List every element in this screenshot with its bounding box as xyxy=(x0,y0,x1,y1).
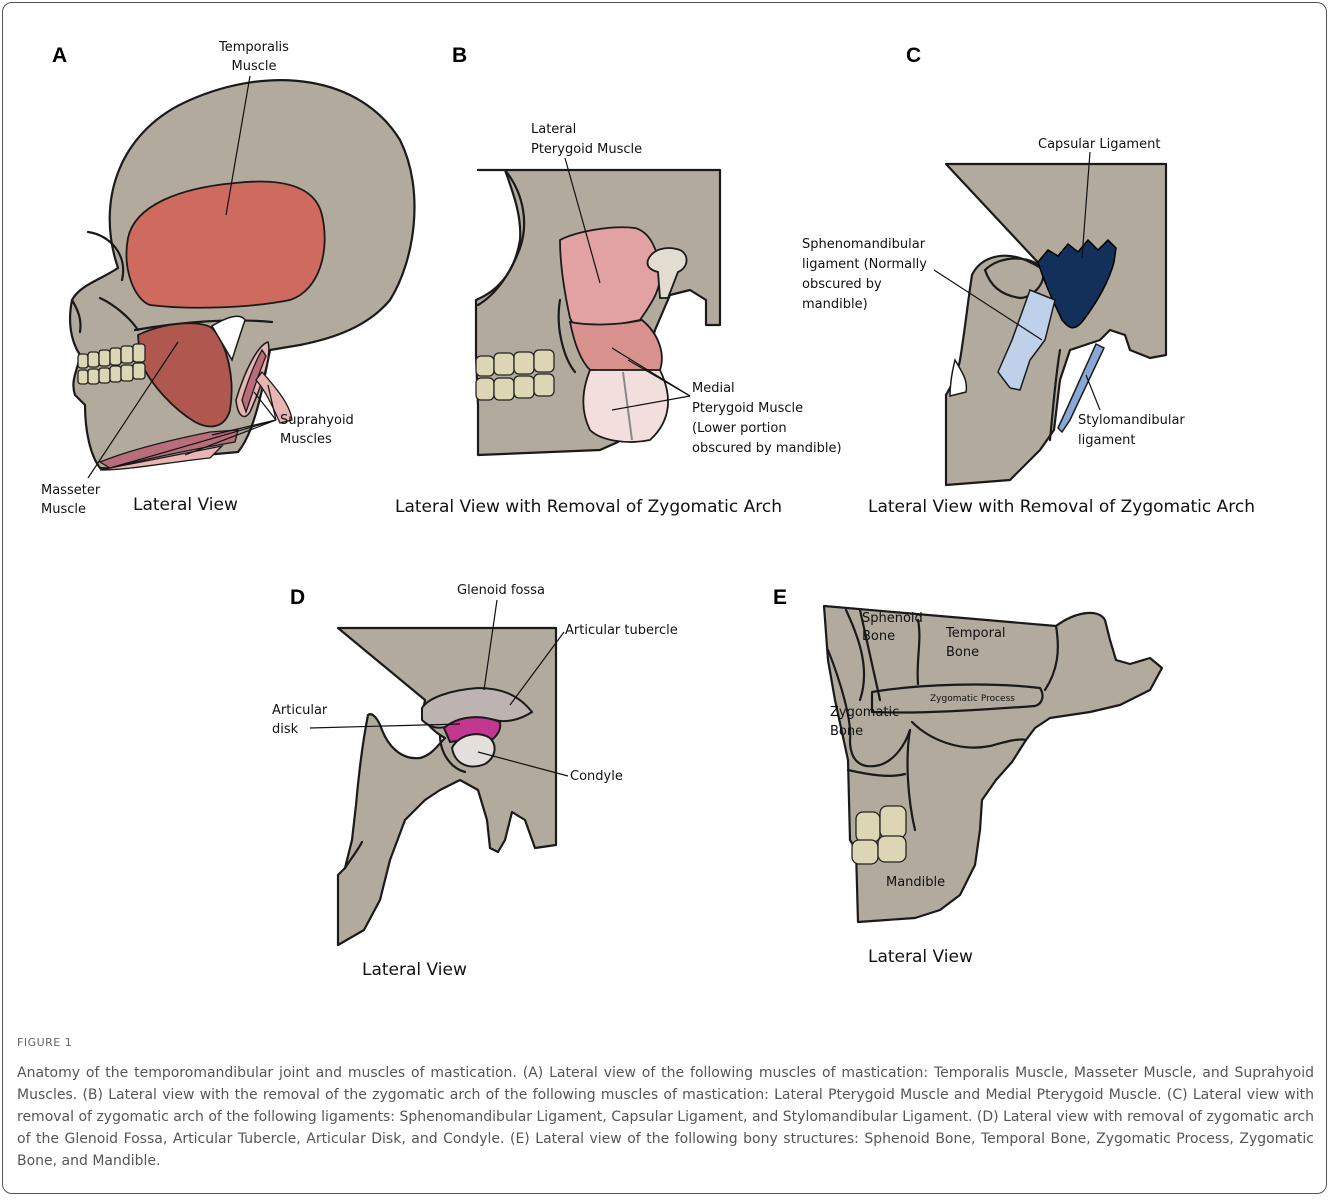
label-stylo-2: ligament xyxy=(1078,433,1135,448)
label-medial-pterygoid-3: (Lower portion xyxy=(692,421,787,436)
label-temporal-1: Temporal xyxy=(945,626,1006,641)
label-masseter-1: Masseter xyxy=(41,483,101,498)
panel-c: C Capsular Ligament Sphenomandibular lig… xyxy=(802,44,1255,517)
label-zygomatic-2: Bone xyxy=(830,724,863,739)
label-mandible: Mandible xyxy=(886,875,945,890)
label-medial-pterygoid-4: obscured by mandible) xyxy=(692,441,842,456)
label-lateral-pterygoid-2: Pterygoid Muscle xyxy=(531,142,642,157)
label-spheno-2: ligament (Normally xyxy=(802,257,927,272)
panel-e-teeth xyxy=(852,806,906,864)
panel-a-letter: A xyxy=(52,44,67,67)
panel-d-view-label: Lateral View xyxy=(362,960,467,980)
label-lateral-pterygoid-1: Lateral xyxy=(531,122,576,137)
panel-b-view-label: Lateral View with Removal of Zygomatic A… xyxy=(395,497,782,517)
label-spheno-1: Sphenomandibular xyxy=(802,237,926,252)
figure-label: FIGURE 1 xyxy=(17,1036,72,1049)
panel-c-view-label: Lateral View with Removal of Zygomatic A… xyxy=(868,497,1255,517)
panel-b: B Lateral Pterygoid Muscle Medial Pter xyxy=(395,44,842,517)
label-zygomatic-process: Zygomatic Process xyxy=(930,694,1015,704)
label-sphenoid-2: Bone xyxy=(862,629,895,644)
panel-d: D Glenoid fossa Articular tubercle Artic… xyxy=(272,583,678,980)
label-condyle: Condyle xyxy=(570,769,623,784)
label-suprahyoid-2: Muscles xyxy=(280,432,332,447)
panel-c-letter: C xyxy=(906,44,921,67)
panel-e-bone xyxy=(824,606,1162,922)
figure-caption: Anatomy of the temporomandibular joint a… xyxy=(17,1062,1314,1172)
label-spheno-4: mandible) xyxy=(802,297,868,312)
label-medial-pterygoid-1: Medial xyxy=(692,381,735,396)
label-disk-2: disk xyxy=(272,722,299,737)
label-tubercle: Articular tubercle xyxy=(565,623,678,638)
panel-e: E Sphenoid Bone Temporal Bone Zygomatic … xyxy=(773,586,1162,967)
panel-d-bone xyxy=(338,628,556,945)
label-temporal-2: Bone xyxy=(946,645,979,660)
label-glenoid: Glenoid fossa xyxy=(457,583,545,598)
panel-e-view-label: Lateral View xyxy=(868,947,973,967)
condyle xyxy=(452,734,495,766)
label-masseter-2: Muscle xyxy=(41,502,86,517)
medial-pterygoid-lower xyxy=(583,370,668,442)
label-zygomatic-1: Zygomatic xyxy=(830,705,899,720)
label-capsular: Capsular Ligament xyxy=(1038,137,1160,152)
label-spheno-3: obscured by xyxy=(802,277,882,292)
panel-a-view-label: Lateral View xyxy=(133,495,238,515)
figure-diagram: A xyxy=(0,0,1331,1030)
label-medial-pterygoid-2: Pterygoid Muscle xyxy=(692,401,803,416)
panel-b-letter: B xyxy=(452,44,467,67)
label-stylo-1: Stylomandibular xyxy=(1078,413,1185,428)
panel-e-letter: E xyxy=(773,586,787,609)
label-sphenoid-1: Sphenoid xyxy=(862,611,923,626)
panel-d-letter: D xyxy=(290,586,305,609)
panel-a: A xyxy=(41,40,414,517)
leader-stylo xyxy=(1086,375,1100,410)
label-disk-1: Articular xyxy=(272,703,328,718)
label-temporalis-2: Muscle xyxy=(232,59,277,74)
label-suprahyoid-1: Suprahyoid xyxy=(280,413,354,428)
label-temporalis-1: Temporalis xyxy=(218,40,289,55)
